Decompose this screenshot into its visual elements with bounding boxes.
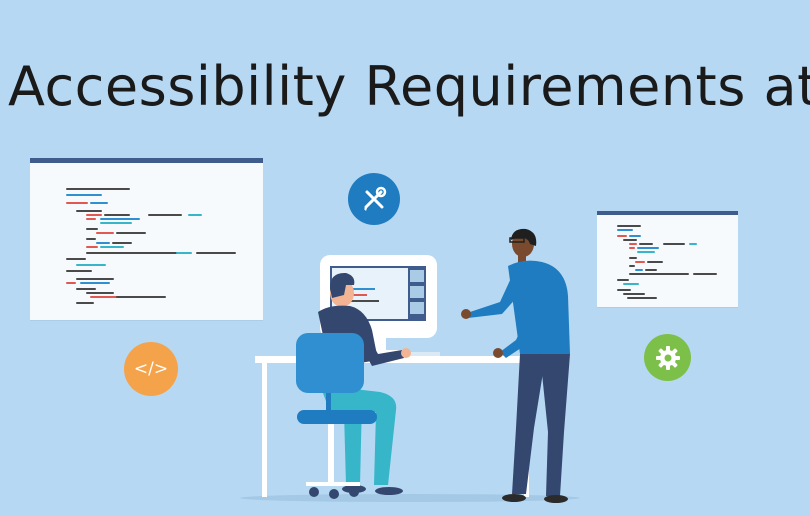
- gear-icon: [644, 334, 691, 381]
- code-line: [635, 261, 645, 263]
- code-line: [76, 264, 106, 266]
- code-line: [629, 247, 635, 249]
- code-line: [629, 257, 637, 259]
- code-line: [629, 273, 689, 275]
- code-line: [86, 238, 96, 240]
- code-line: [663, 243, 685, 245]
- code-line: [104, 214, 130, 216]
- code-brackets-icon: </>: [124, 342, 178, 396]
- code-line: [86, 292, 114, 294]
- page-title: Accessibility Requirements at: [8, 55, 810, 118]
- code-line: [116, 296, 166, 298]
- code-line: [90, 202, 108, 204]
- code-line: [96, 242, 110, 244]
- code-line: [689, 243, 697, 245]
- code-window-left: [30, 158, 263, 320]
- code-line: [66, 258, 86, 260]
- code-line: [86, 252, 186, 254]
- code-line: [623, 239, 637, 241]
- code-line: [76, 278, 114, 280]
- code-line: [629, 235, 641, 237]
- code-line: [627, 297, 657, 299]
- code-line: [617, 289, 631, 291]
- code-line: [637, 247, 659, 249]
- code-line: [693, 273, 717, 275]
- code-line: [617, 235, 627, 237]
- code-line: [66, 194, 102, 196]
- code-line: [96, 232, 114, 234]
- code-line: [90, 296, 118, 298]
- code-line: [637, 251, 655, 253]
- code-line: [86, 214, 102, 216]
- code-line: [76, 302, 94, 304]
- code-line: [66, 270, 92, 272]
- code-line: [623, 283, 639, 285]
- window-title-bar: [30, 158, 263, 163]
- code-line: [66, 188, 130, 190]
- code-line: [196, 252, 236, 254]
- code-line: [76, 288, 96, 290]
- code-line: [639, 243, 653, 245]
- code-line: [617, 229, 633, 231]
- standing-person: [461, 228, 570, 503]
- code-line: [76, 210, 102, 212]
- code-line: [176, 252, 192, 254]
- code-line: [100, 218, 140, 220]
- office-chair: [296, 333, 377, 499]
- code-line: [66, 202, 88, 204]
- code-window-right: [597, 211, 738, 307]
- code-line: [86, 246, 98, 248]
- code-line: [112, 242, 132, 244]
- code-line: [86, 228, 98, 230]
- code-line: [116, 232, 146, 234]
- code-line: [617, 225, 641, 227]
- code-line: [148, 214, 182, 216]
- code-line: [635, 269, 643, 271]
- code-line: [100, 246, 124, 248]
- code-line: [629, 243, 637, 245]
- floor-shadow: [240, 494, 580, 502]
- window-title-bar: [597, 211, 738, 215]
- code-line: [617, 279, 629, 281]
- code-line: [629, 265, 635, 267]
- code-badge-label: </>: [133, 359, 169, 379]
- code-line: [623, 293, 645, 295]
- code-line: [100, 222, 132, 224]
- code-line: [80, 282, 110, 284]
- code-line: [86, 218, 96, 220]
- code-line: [647, 261, 663, 263]
- wrench-pencil-icon: [348, 173, 400, 225]
- code-line: [188, 214, 202, 216]
- code-line: [66, 282, 76, 284]
- code-line: [645, 269, 657, 271]
- keyboard: [402, 352, 440, 356]
